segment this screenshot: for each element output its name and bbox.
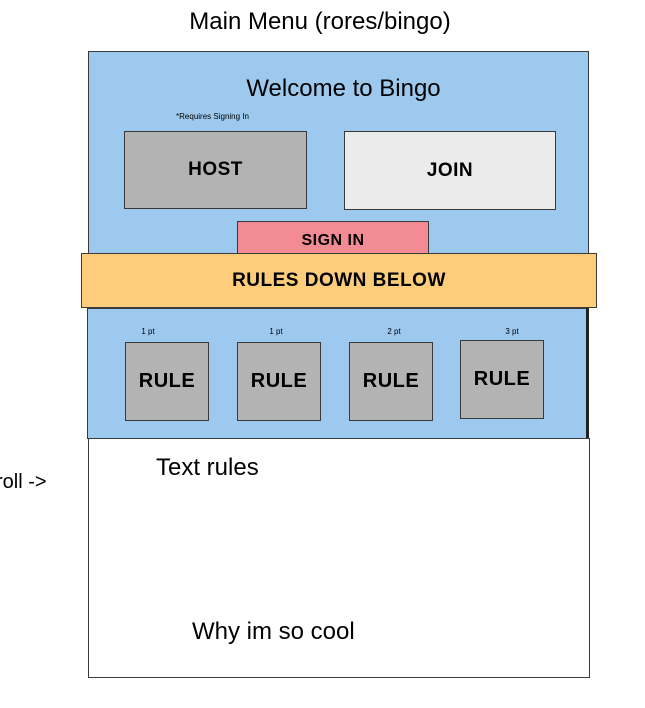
rule-points: 3 pt xyxy=(505,327,519,336)
rule-card[interactable]: RULE xyxy=(460,340,544,419)
rules-banner: RULES DOWN BELOW xyxy=(81,253,597,308)
rule-points: 1 pt xyxy=(269,327,283,336)
rule-points: 2 pt xyxy=(387,327,401,336)
welcome-heading: Welcome to Bingo xyxy=(246,75,441,102)
rule-card[interactable]: RULE xyxy=(237,342,321,421)
join-button[interactable]: JOIN xyxy=(344,131,556,210)
rule-card[interactable]: RULE xyxy=(349,342,433,421)
why-cool-label: Why im so cool xyxy=(192,618,355,645)
requires-sign-in-note: *Requires Signing In xyxy=(176,112,249,121)
rule-card[interactable]: RULE xyxy=(125,342,209,421)
scroll-hint-label: roll -> xyxy=(0,471,47,493)
host-button[interactable]: HOST xyxy=(124,131,307,209)
text-rules-panel xyxy=(88,438,590,678)
rule-points: 1 pt xyxy=(141,327,155,336)
page-title: Main Menu (rores/bingo) xyxy=(189,8,451,35)
text-rules-label: Text rules xyxy=(156,454,259,481)
